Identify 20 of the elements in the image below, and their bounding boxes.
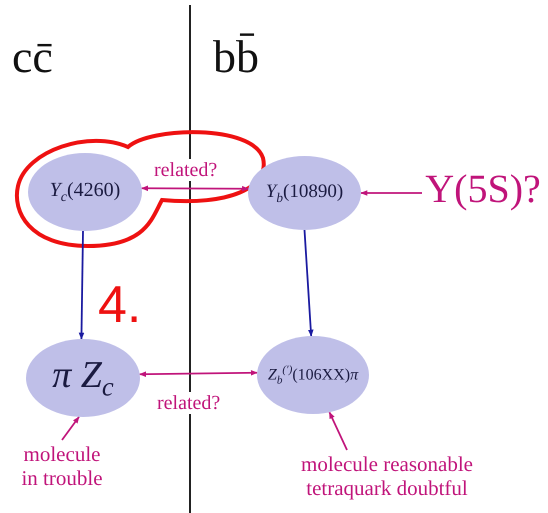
edge-label: related?: [155, 392, 222, 414]
arrow: [328, 412, 348, 450]
state-label: Z$_{b}$$^{(′)}$(106XX)π: [268, 364, 358, 386]
edge-label: related?: [152, 159, 220, 181]
annotation-text: molecule in trouble: [20, 442, 104, 490]
column-heading: bb̄: [213, 30, 259, 83]
arrow: [61, 416, 80, 441]
arrow: [141, 185, 250, 192]
arrow: [304, 230, 314, 337]
column-heading: cc̄: [12, 30, 53, 83]
state-label: Υ$_{b}$(10890): [266, 180, 344, 206]
callout-number: 4.: [98, 275, 142, 335]
annotation-text: molecule reasonable tetraquark doubtful: [300, 452, 474, 500]
arrow: [139, 370, 258, 377]
state-ellipse: [28, 153, 142, 231]
annotation-text: Υ(5S)?: [425, 166, 541, 212]
state-label: π Z$_{c}$: [52, 353, 114, 403]
state-label: Υ$_{c}$(4260): [50, 178, 120, 206]
arrow: [78, 230, 84, 340]
arrow: [360, 190, 422, 196]
